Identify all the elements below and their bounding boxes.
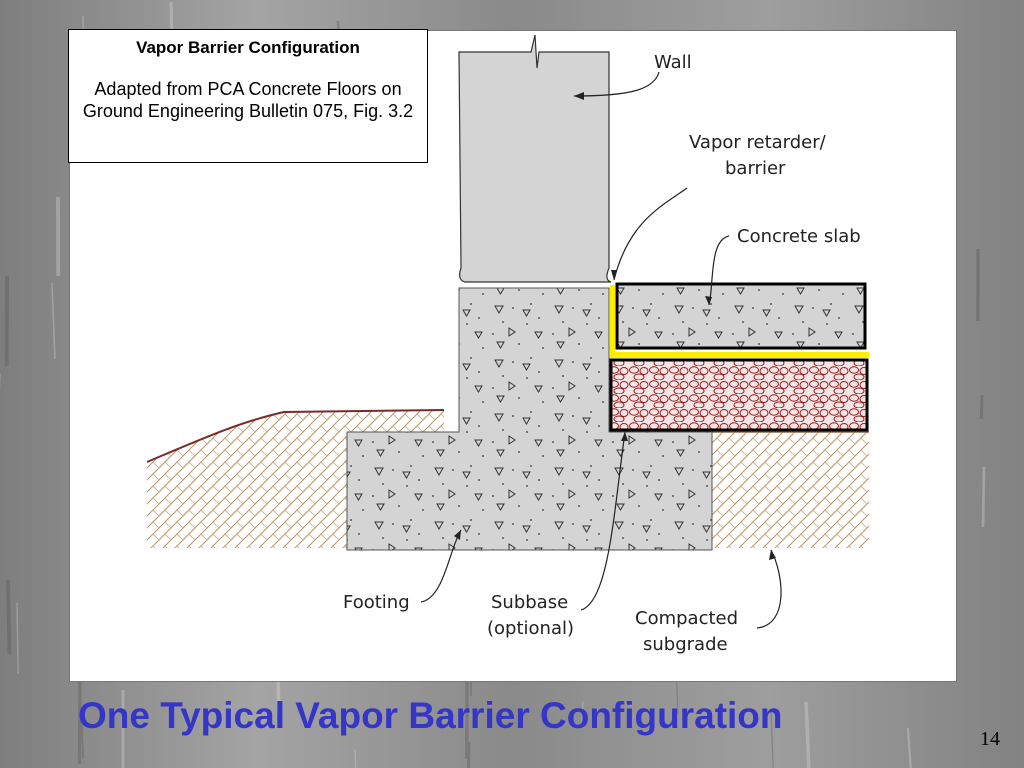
- vapor-leader: [613, 187, 688, 281]
- ground-surface-line: [146, 409, 445, 463]
- subgrade-leader: [756, 549, 782, 629]
- footing-concrete: [346, 287, 713, 551]
- subbase-arrowhead: [621, 432, 628, 441]
- footing-arrowhead: [454, 530, 461, 540]
- background-streak: [804, 701, 811, 768]
- background-streak: [466, 741, 471, 768]
- label-subbase-line2: (optional): [487, 618, 574, 639]
- label-footing: Footing: [343, 592, 410, 613]
- background-streak: [581, 700, 584, 724]
- soil-area: [147, 410, 444, 548]
- concrete-slab: [615, 282, 867, 350]
- background-streak: [979, 394, 984, 420]
- background-streak: [981, 466, 986, 528]
- label-vapor-line1: Vapor retarder/: [689, 132, 827, 153]
- slab-arrowhead: [705, 296, 712, 305]
- wall-leader: [573, 71, 660, 97]
- soil-area-right: [712, 432, 869, 548]
- wall-shape: [458, 34, 612, 283]
- background-streak: [16, 602, 19, 675]
- source-caption-box: Vapor Barrier Configuration Adapted from…: [68, 29, 428, 163]
- slide-title: One Typical Vapor Barrier Configuration: [78, 695, 783, 736]
- foundation-diagram: Wall Vapor retarder/ barrier Concrete sl…: [146, 34, 869, 655]
- label-concrete-slab: Concrete slab: [737, 226, 861, 247]
- background-streak: [354, 749, 357, 768]
- label-wall: Wall: [654, 52, 692, 73]
- source-caption-text: Adapted from PCA Concrete Floors on Grou…: [82, 79, 414, 121]
- background-streak: [906, 727, 912, 768]
- background-streak: [770, 709, 774, 768]
- vapor-arrowhead: [611, 270, 617, 280]
- label-subgrade-line1: Compacted: [635, 608, 738, 629]
- page-number: 14: [980, 728, 1000, 750]
- source-caption-title: Vapor Barrier Configuration: [136, 38, 360, 57]
- label-subbase-line1: Subbase: [491, 592, 568, 613]
- background-streak: [80, 710, 85, 760]
- wall-arrowhead: [574, 92, 584, 100]
- label-subgrade-line2: subgrade: [643, 634, 728, 655]
- subgrade-arrowhead: [769, 550, 776, 560]
- background-streak: [51, 282, 56, 360]
- background-streak: [77, 673, 82, 765]
- label-vapor-line2: barrier: [725, 158, 786, 179]
- subbase-gravel: [609, 358, 869, 432]
- subbase-leader: [580, 431, 626, 611]
- background-streak: [6, 579, 12, 655]
